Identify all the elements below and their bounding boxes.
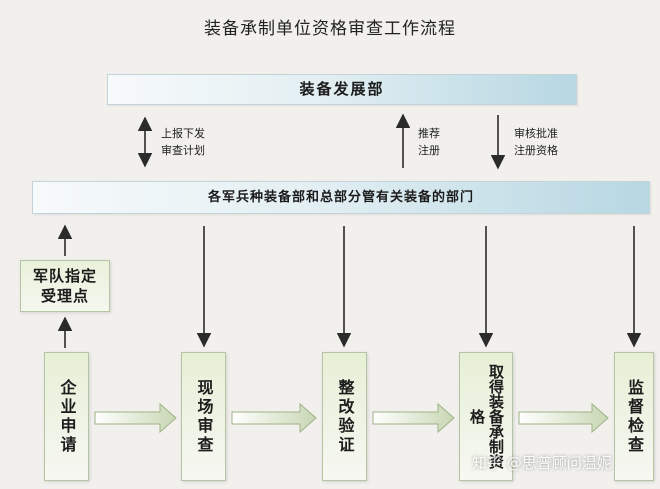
step-obtain-qualification: 取得装备承制资格 [459,352,513,481]
flow-arrow-3 [372,402,455,434]
flow-arrow-1 [94,402,177,434]
recommend-register-label: 推荐 注册 [418,127,440,157]
flow-arrow-2 [231,402,317,434]
step-onsite-review: 现场审查 [181,352,226,481]
step-rectify-verify: 整改验证 [322,352,367,481]
step-supervision-inspection: 监督检查 [614,352,654,481]
service-equipment-depts-bar: 各军兵种装备部和总部分管有关装备的部门 [32,181,650,214]
diagram-title: 装备承制单位资格审查工作流程 [204,19,456,39]
army-designated-acceptance-point: 军队指定 受理点 [20,260,110,312]
step-enterprise-apply: 企业申请 [44,352,89,481]
equipment-development-dept-bar: 装备发展部 [107,74,577,105]
approve-qualification-label: 审核批准 注册资格 [514,127,558,157]
flow-arrow-4 [518,402,609,434]
watermark: 知乎 @思普顾问温妮 [472,454,612,472]
report-plan-label: 上报下发 审查计划 [161,127,205,157]
